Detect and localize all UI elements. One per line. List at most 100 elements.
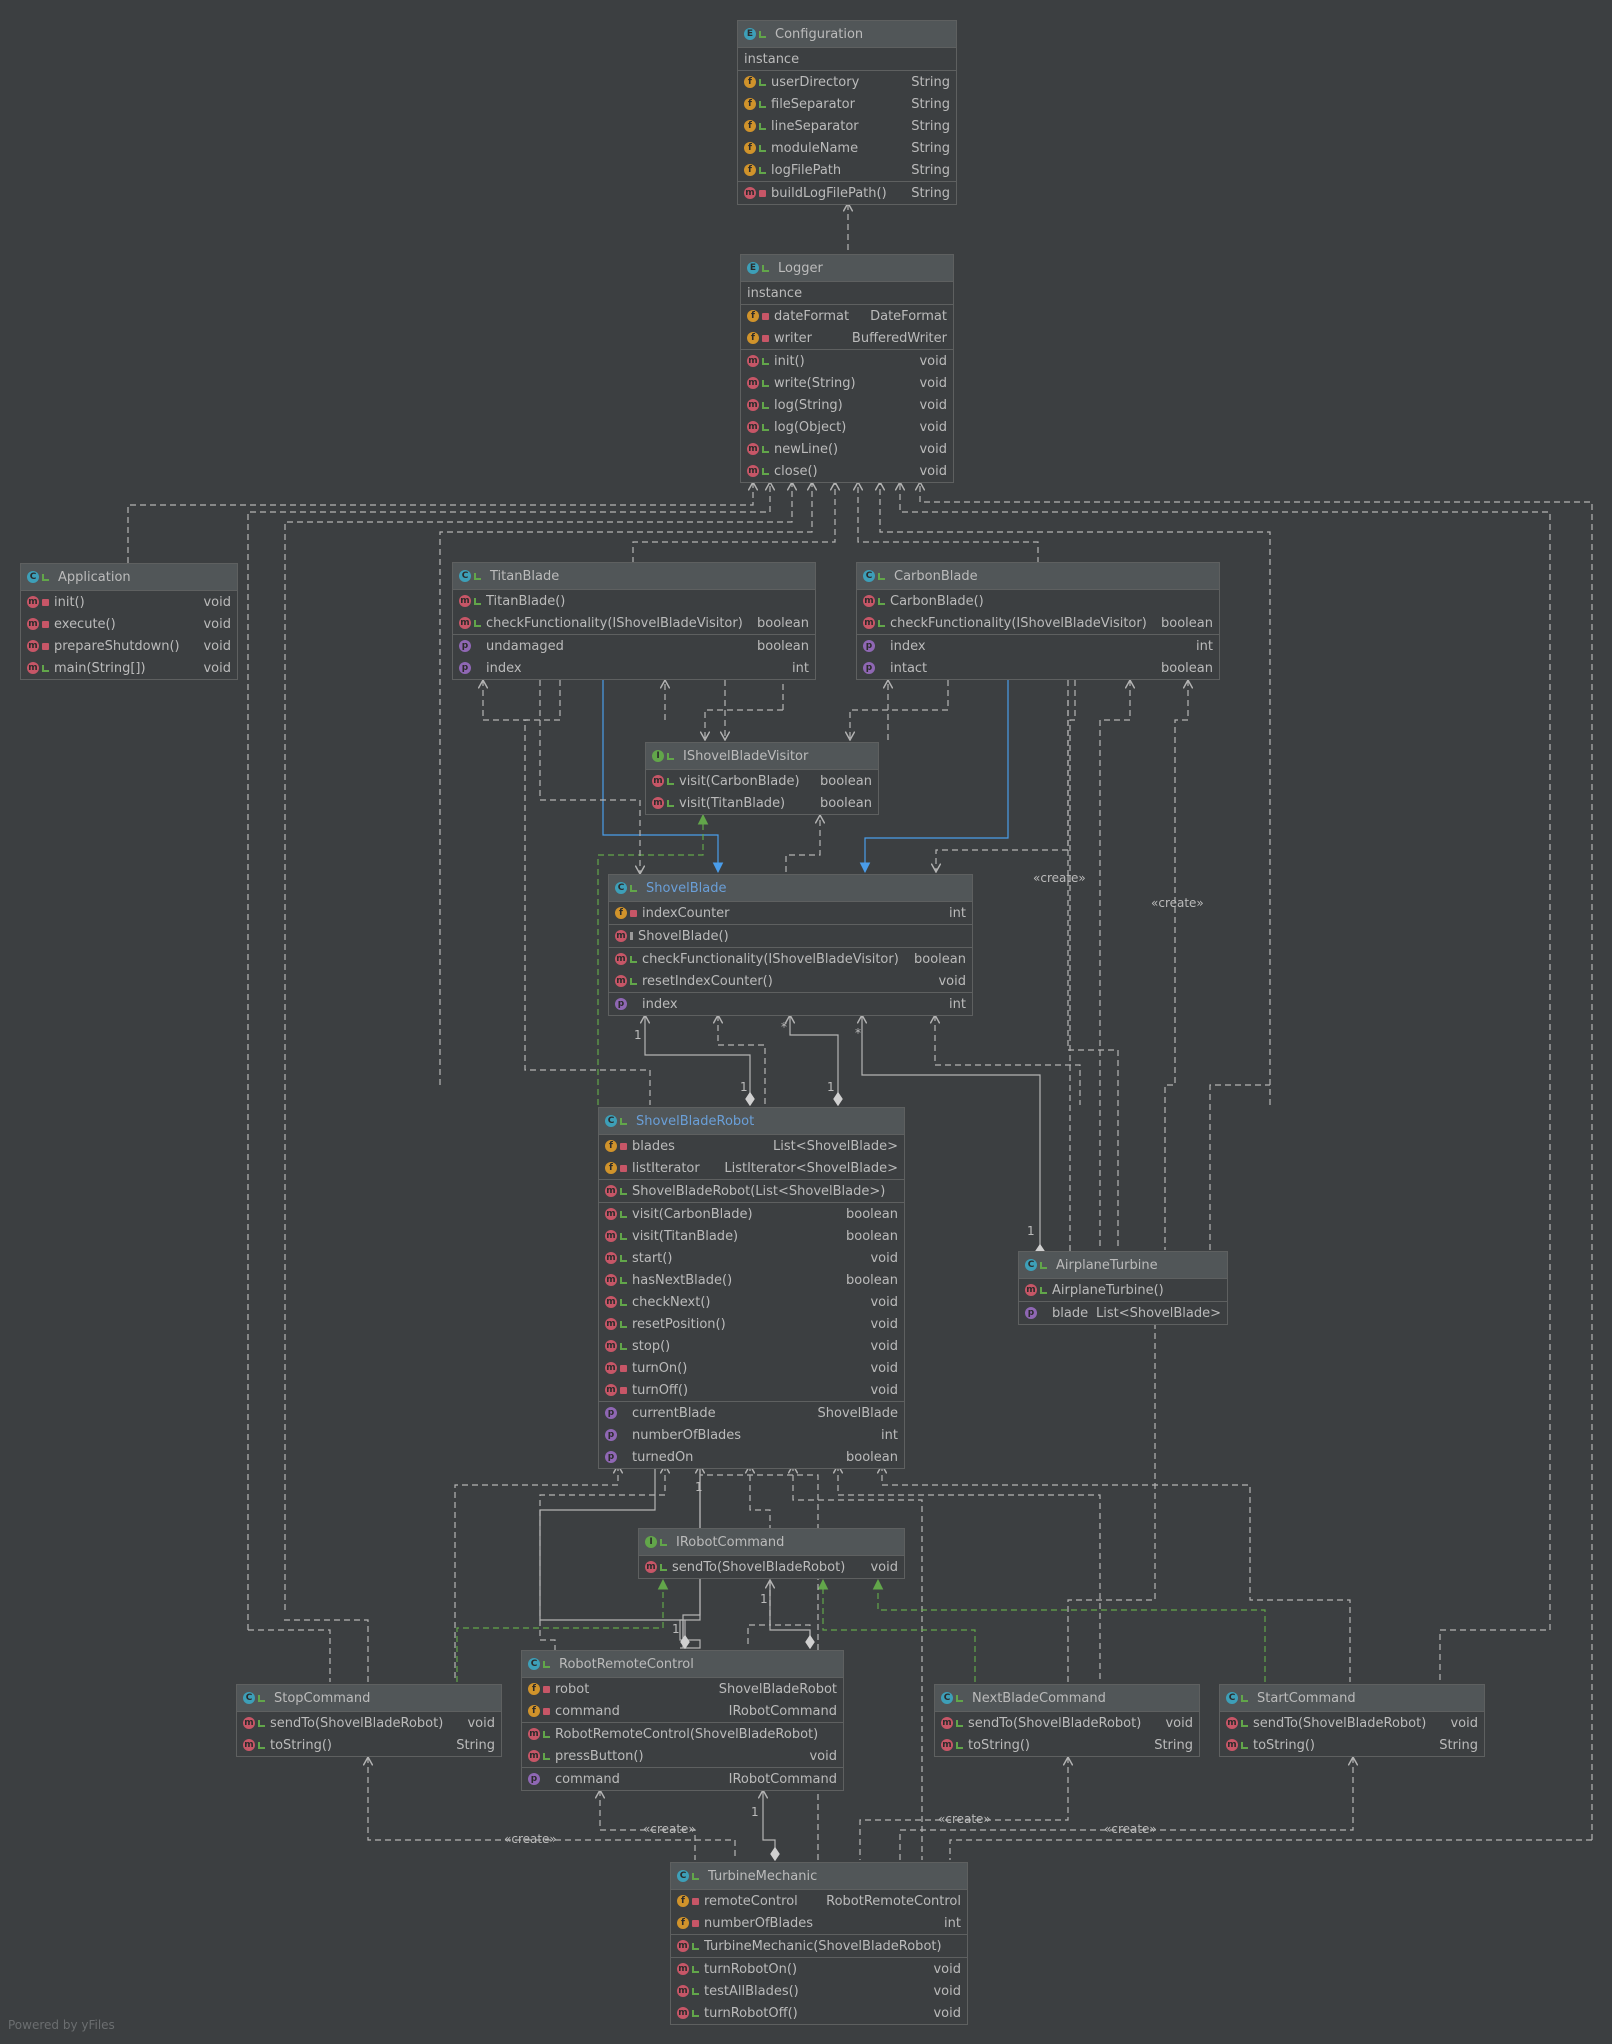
member-row[interactable]: pbladesList<ShovelBlade> xyxy=(1019,1301,1227,1324)
member-row[interactable]: instance xyxy=(741,282,953,304)
member-row[interactable]: instance xyxy=(738,48,956,70)
